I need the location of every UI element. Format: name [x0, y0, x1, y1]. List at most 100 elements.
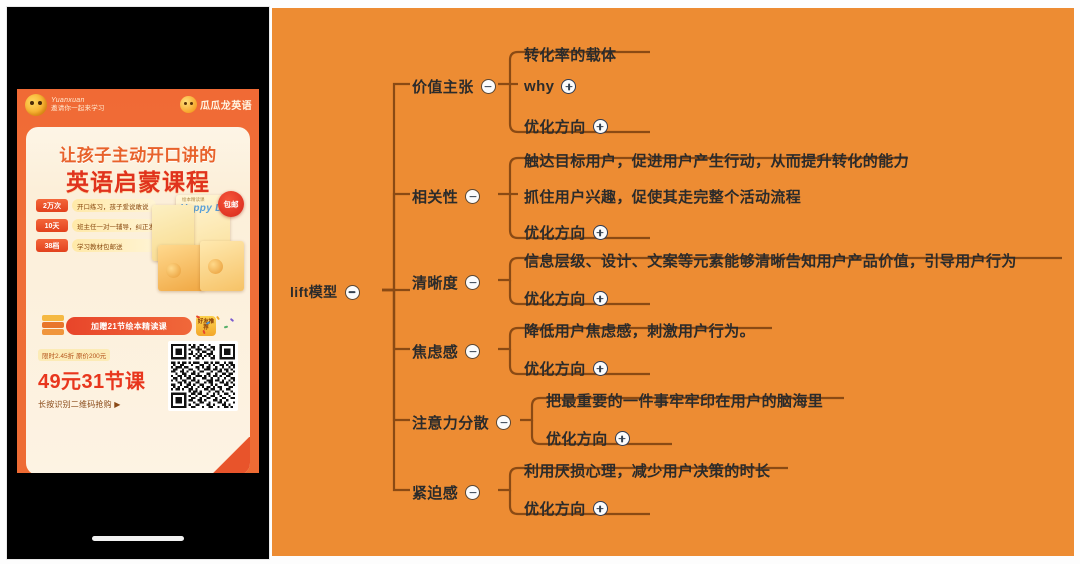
collapse-toggle-icon[interactable] [480, 79, 496, 94]
root-label: lift模型 [290, 284, 338, 300]
feature-tag: 10天 [36, 219, 68, 232]
gift-banner: 加赠21节绘本精读课 好友推荐 [38, 313, 238, 339]
phone-bottom-area [7, 473, 269, 559]
price-value: 49元31节课 [38, 371, 146, 393]
branch-label: 焦虑感 [412, 344, 459, 361]
leaf-label: 降低用户焦虑感，刺激用户行为。 [524, 323, 756, 340]
poster-card: 让孩子主动开口讲的 英语启蒙课程 2万次 开口练习，孩子爱说敢说 10天 班主任… [26, 127, 250, 475]
inviter-text: Yuanxuan 邀请你一起来学习 [51, 97, 105, 113]
leaf-node-optimization[interactable]: 优化方向 [546, 428, 630, 449]
feature-tag: 2万次 [36, 199, 68, 212]
feature-item: 2万次 开口练习，孩子爱说敢说 [36, 199, 156, 212]
leaf-node-desc[interactable]: 利用厌损心理，减少用户决策的时长 [524, 460, 770, 481]
leaf-node-optimization[interactable]: 优化方向 [524, 288, 608, 309]
expand-toggle-icon[interactable] [561, 79, 577, 94]
collapse-toggle-icon[interactable] [465, 189, 481, 204]
leaf-label: 优化方向 [524, 501, 586, 518]
leaf-label: 抓住用户兴趣，促使其走完整个活动流程 [524, 189, 802, 206]
leaf-label: why [524, 78, 555, 95]
branch-label: 价值主张 [412, 79, 474, 96]
inviter-name: Yuanxuan [51, 97, 85, 105]
branch-label: 紧迫感 [412, 485, 459, 502]
app-logo: 瓜瓜龙英语 [180, 96, 252, 113]
leaf-label: 优化方向 [524, 119, 586, 136]
discount-tag: 限时2.45折 原价200元 [38, 349, 111, 361]
bear-illustration-icon [166, 263, 181, 278]
expand-toggle-icon[interactable] [592, 501, 608, 516]
feature-item: 10天 班主任一对一辅导，纠正发音 [36, 219, 156, 232]
leaf-label: 信息层级、设计、文案等元素能够清晰告知用户产品价值，引导用户行为 [524, 253, 1017, 270]
leaf-node-optimization[interactable]: 优化方向 [524, 498, 608, 519]
collapse-toggle-icon[interactable] [496, 415, 512, 430]
feature-list: 2万次 开口练习，孩子爱说敢说 10天 班主任一对一辅导，纠正发音 38档 学习… [36, 199, 156, 259]
mindmap-canvas[interactable]: lift模型 价值主张 转化率的载体 why 优化方向 相关性 触达目标用户，促… [272, 8, 1074, 556]
leaf-node-desc[interactable]: 信息层级、设计、文案等元素能够清晰告知用户产品价值，引导用户行为 [524, 250, 1017, 271]
gift-books-icon [42, 315, 66, 337]
book-subtitle: 绘本精读课 [182, 197, 205, 202]
branch-label: 清晰度 [412, 275, 459, 292]
leaf-node-desc[interactable]: 把最重要的一件事牢牢印在用户的脑海里 [546, 390, 823, 411]
leaf-label: 把最重要的一件事牢牢印在用户的脑海里 [546, 393, 824, 410]
leaf-label: 利用厌损心理，减少用户决策的时长 [524, 463, 771, 480]
dragon-logo-icon [180, 96, 197, 113]
collapse-toggle-icon[interactable] [465, 485, 481, 500]
branch-label: 相关性 [412, 189, 459, 206]
confetti-decoration [192, 313, 238, 339]
branch-node-value-proposition[interactable]: 价值主张 [412, 76, 496, 97]
feature-text: 班主任一对一辅导，纠正发音 [72, 219, 156, 232]
bear-illustration-icon [208, 259, 223, 274]
inviter-brand: Yuanxuan 邀请你一起来学习 [25, 94, 105, 116]
branch-node-anxiety[interactable]: 焦虑感 [412, 341, 481, 362]
leaf-node-why[interactable]: why [524, 78, 577, 95]
collapse-toggle-icon[interactable] [465, 275, 481, 290]
branch-node-distraction[interactable]: 注意力分散 [412, 412, 512, 433]
poster-header: Yuanxuan 邀请你一起来学习 瓜瓜龙英语 [17, 89, 259, 123]
phone-screenshot-panel: Yuanxuan 邀请你一起来学习 瓜瓜龙英语 让孩子主动开口讲的 英语启蒙课程… [6, 6, 270, 560]
book-cover [158, 245, 204, 291]
branch-node-urgency[interactable]: 紧迫感 [412, 482, 481, 503]
leaf-label: 优化方向 [524, 361, 586, 378]
expand-toggle-icon[interactable] [592, 291, 608, 306]
cta-text: 长按识别二维码抢购 ▶ [38, 400, 121, 409]
poster-headline-1: 让孩子主动开口讲的 [59, 146, 217, 165]
feature-text: 开口练习，孩子爱说敢说 [72, 199, 156, 212]
inviter-subtitle: 邀请你一起来学习 [51, 105, 105, 113]
leaf-label: 优化方向 [546, 431, 608, 448]
home-indicator [92, 536, 184, 541]
leaf-node-desc[interactable]: 降低用户焦虑感，刺激用户行为。 [524, 320, 755, 341]
feature-tag: 38档 [36, 239, 68, 252]
free-shipping-badge: 包邮 [218, 191, 244, 217]
expand-toggle-icon[interactable] [592, 119, 608, 134]
leaf-node-desc[interactable]: 抓住用户兴趣，促使其走完整个活动流程 [524, 186, 801, 207]
expand-toggle-icon[interactable] [592, 225, 608, 240]
app-logo-label: 瓜瓜龙英语 [200, 101, 252, 112]
expand-toggle-icon[interactable] [592, 361, 608, 376]
leaf-node-desc[interactable]: 触达目标用户，促进用户产生行动，从而提升转化的能力 [524, 150, 909, 171]
leaf-label: 优化方向 [524, 225, 586, 242]
product-image: 绘本精读课 Happy Days 包邮 [150, 189, 246, 297]
mindmap-root-node[interactable]: lift模型 [290, 282, 360, 302]
poster-headline-2: 英语启蒙课程 [66, 169, 210, 195]
mindmap-connectors [382, 50, 1062, 516]
qr-code[interactable] [168, 341, 238, 411]
promo-poster: Yuanxuan 邀请你一起来学习 瓜瓜龙英语 让孩子主动开口讲的 英语启蒙课程… [17, 89, 259, 485]
leaf-node-optimization[interactable]: 优化方向 [524, 222, 608, 243]
leaf-label: 转化率的载体 [524, 47, 617, 64]
book-title: Happy Days [180, 203, 241, 214]
qr-code-image [171, 344, 235, 408]
leaf-node-optimization[interactable]: 优化方向 [524, 116, 608, 137]
branch-label: 注意力分散 [412, 415, 490, 432]
leaf-node-desc[interactable]: 转化率的载体 [524, 44, 616, 65]
feature-text: 学习教材包邮送 [72, 239, 156, 252]
expand-toggle-icon[interactable] [614, 431, 630, 446]
collapse-toggle-icon[interactable] [465, 344, 481, 359]
feature-item: 38档 学习教材包邮送 [36, 239, 156, 252]
branch-node-clarity[interactable]: 清晰度 [412, 272, 481, 293]
corner-ribbon-decoration [212, 437, 250, 475]
leaf-label: 优化方向 [524, 291, 586, 308]
price-block: 限时2.45折 原价200元 49元31节课 长按识别二维码抢购 ▶ [38, 345, 158, 410]
branch-node-relevance[interactable]: 相关性 [412, 186, 481, 207]
leaf-node-optimization[interactable]: 优化方向 [524, 358, 608, 379]
collapse-toggle-icon[interactable] [344, 284, 360, 300]
phone-status-area [7, 7, 269, 89]
